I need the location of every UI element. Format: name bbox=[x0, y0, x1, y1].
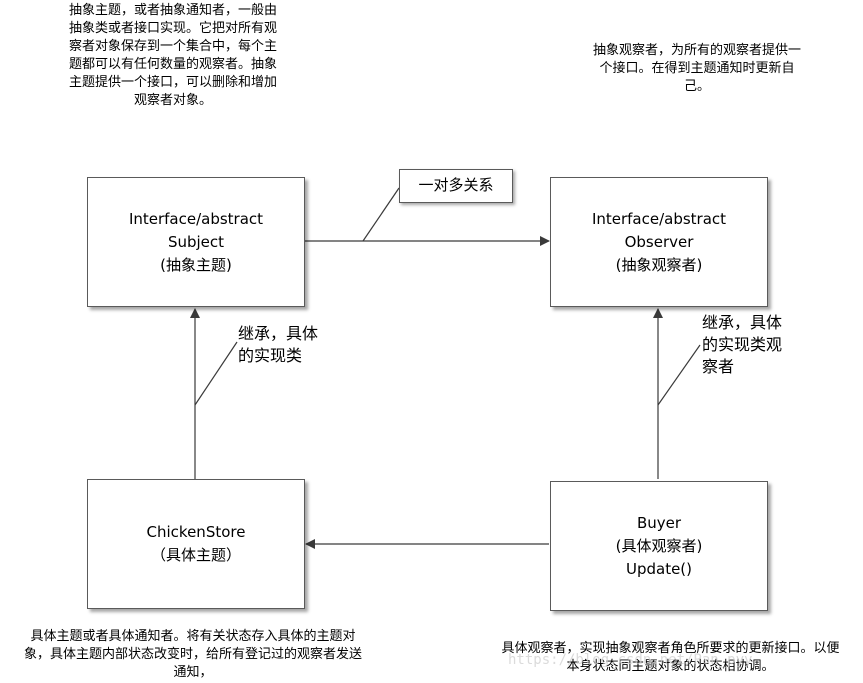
chicken-store-box: ChickenStore （具体主题） bbox=[87, 479, 305, 609]
subject-note: 抽象主题，或者抽象通知者，一般由 抽象类或者接口实现。它把对所有观 察者对象保存… bbox=[68, 3, 277, 108]
observer-box: Interface/abstract Observer (抽象观察者) bbox=[550, 177, 768, 307]
subject-subtitle: (抽象主题) bbox=[160, 255, 232, 274]
buyer-title: Buyer bbox=[636, 513, 682, 532]
subject-name: Subject bbox=[167, 232, 225, 251]
inherit-subject-label: 继承，具体 的实现类 bbox=[238, 324, 319, 365]
buyer-subtitle: (具体观察者) bbox=[615, 536, 703, 555]
subject-title: Interface/abstract bbox=[128, 209, 264, 228]
chicken-store-subtitle: （具体主题） bbox=[150, 546, 241, 564]
concrete-subject-note: 具体主题或者具体通知者。将有关状态存入具体的主题对 象，具体主题内部状态改变时，… bbox=[23, 629, 362, 680]
buyer-method: Update() bbox=[625, 559, 693, 578]
observer-name: Observer bbox=[624, 232, 694, 251]
observer-note: 抽象观察者，为所有的观察者提供一 个接口。在得到主题通知时更新自 己。 bbox=[592, 43, 801, 94]
observer-subtitle: (抽象观察者) bbox=[615, 255, 703, 274]
concrete-observer-note: 具体观察者，实现抽象观察者角色所要求的更新接口。以便 本身状态同主题对象的状态相… bbox=[501, 641, 840, 674]
callout-leader bbox=[362, 187, 400, 242]
chicken-store-title: ChickenStore bbox=[146, 523, 246, 541]
inherit-observer-label: 继承，具体 的实现类观 察者 bbox=[702, 313, 783, 376]
observer-title: Interface/abstract bbox=[591, 209, 727, 228]
inherit-subject-leader bbox=[194, 341, 238, 406]
subject-box: Interface/abstract Subject (抽象主题) bbox=[87, 177, 305, 307]
watermark: https://blog.csdn.net/Pan_pyy bbox=[508, 652, 753, 668]
one-to-many-callout: 一对多关系 bbox=[399, 169, 513, 203]
buyer-box: Buyer (具体观察者) Update() bbox=[550, 481, 768, 611]
inherit-observer-leader bbox=[657, 344, 701, 406]
